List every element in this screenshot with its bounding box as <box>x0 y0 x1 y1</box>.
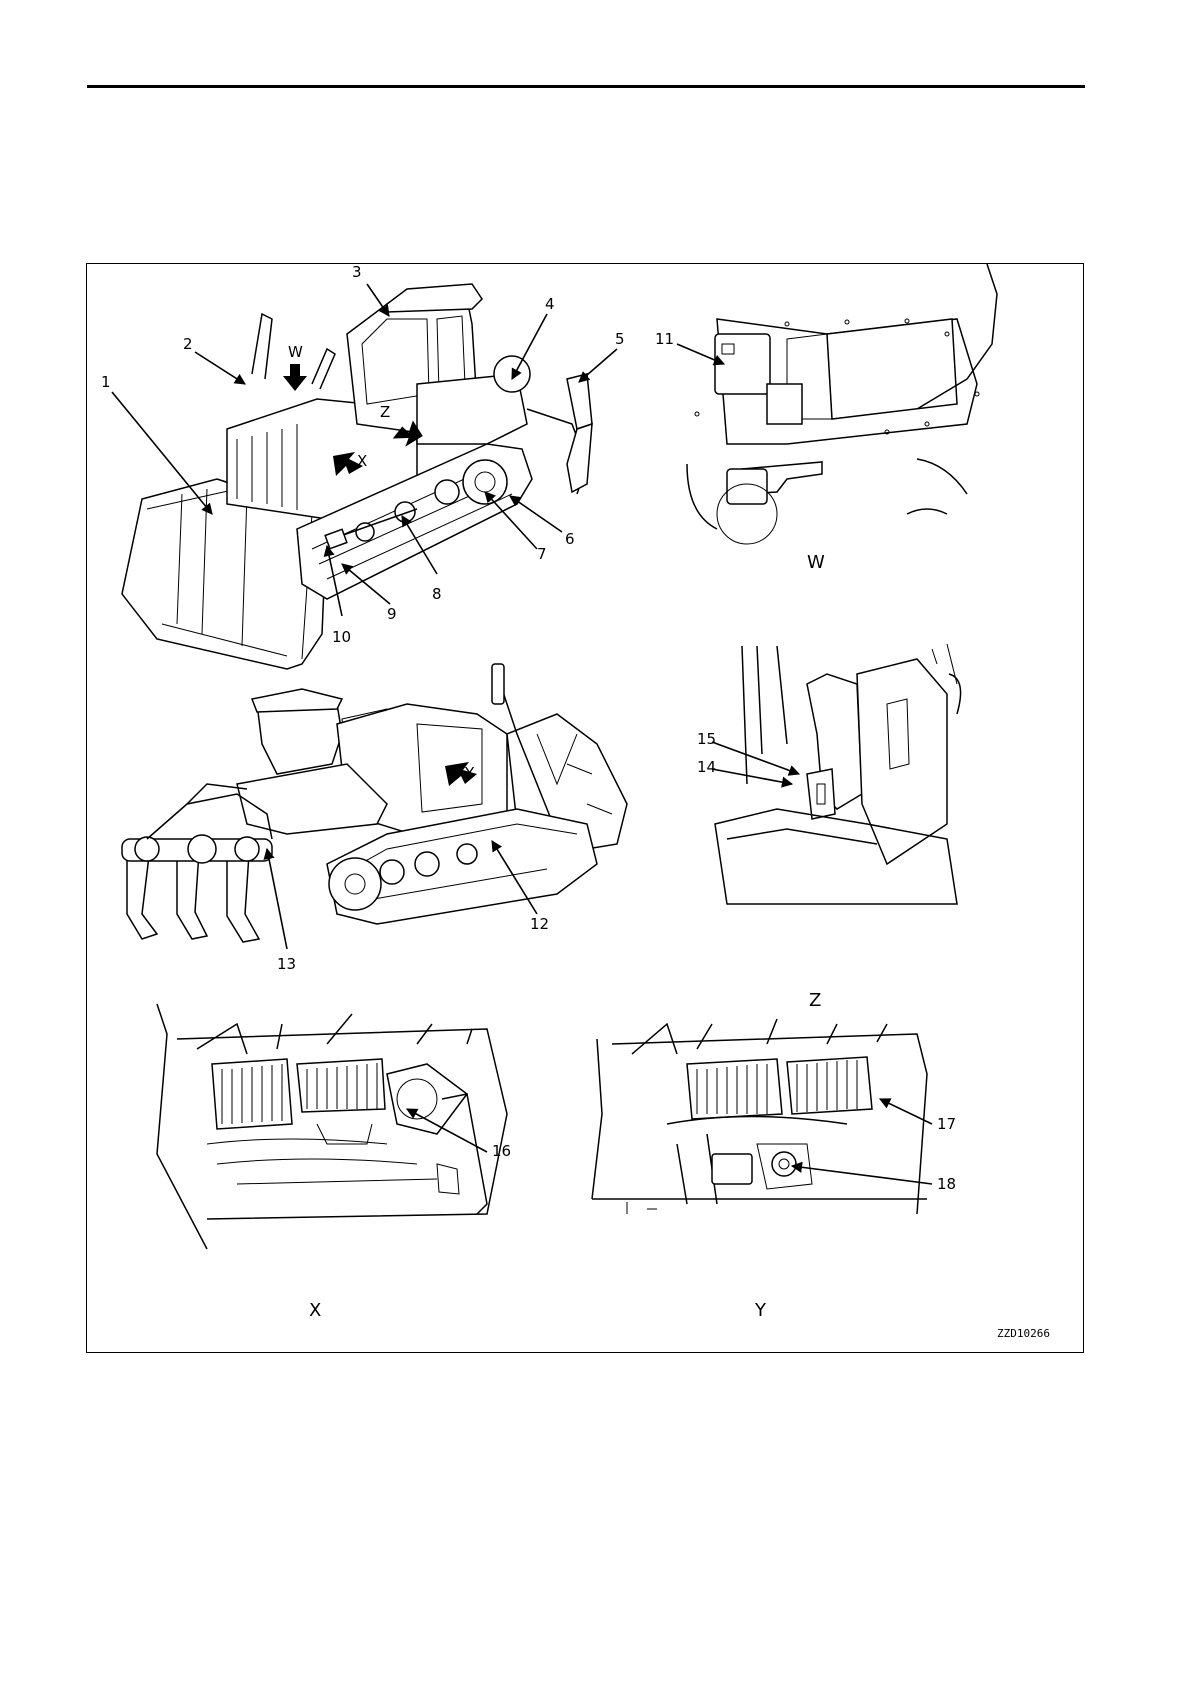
view-title-y: Y <box>754 1300 767 1321</box>
callouts-view-z: 15 14 Z <box>697 730 821 1011</box>
view-title-w: W <box>807 552 825 573</box>
detail-view-z <box>715 644 961 904</box>
figure-code: ZZD10266 <box>997 1327 1050 1340</box>
callouts-view-y: 17 18 Y <box>754 1099 956 1321</box>
detail-view-w <box>687 264 997 544</box>
detail-view-x <box>157 1004 507 1249</box>
detail-view-y <box>592 1019 927 1214</box>
view-marker-x: X <box>357 452 367 470</box>
callout-18: 18 <box>937 1175 956 1193</box>
callout-10: 10 <box>332 628 351 646</box>
callout-1: 1 <box>101 373 111 391</box>
callout-13: 13 <box>277 955 296 973</box>
view-marker-w: W <box>288 343 303 361</box>
callout-17: 17 <box>937 1115 956 1133</box>
callout-11: 11 <box>655 330 674 348</box>
callout-4: 4 <box>545 295 555 313</box>
callout-8: 8 <box>432 585 442 603</box>
view-title-z: Z <box>809 990 821 1011</box>
callout-2: 2 <box>183 335 193 353</box>
view-marker-y: Y <box>464 764 475 782</box>
callout-5: 5 <box>615 330 625 348</box>
callout-7: 7 <box>537 545 547 563</box>
header-rule <box>87 85 1085 88</box>
view-marker-z: Z <box>380 403 390 421</box>
view-title-x: X <box>309 1300 321 1321</box>
bulldozer-rear-view: Y <box>122 664 627 942</box>
callout-12: 12 <box>530 915 549 933</box>
callout-6: 6 <box>565 530 575 548</box>
callout-16: 16 <box>492 1142 511 1160</box>
bulldozer-parts-diagram: W Z X 1 2 3 4 5 6 7 8 9 10 <box>87 264 1085 1354</box>
callout-14: 14 <box>697 758 716 776</box>
callout-3: 3 <box>352 264 362 281</box>
callout-9: 9 <box>387 605 397 623</box>
figure-frame: W Z X 1 2 3 4 5 6 7 8 9 10 <box>86 263 1084 1353</box>
callout-15: 15 <box>697 730 716 748</box>
